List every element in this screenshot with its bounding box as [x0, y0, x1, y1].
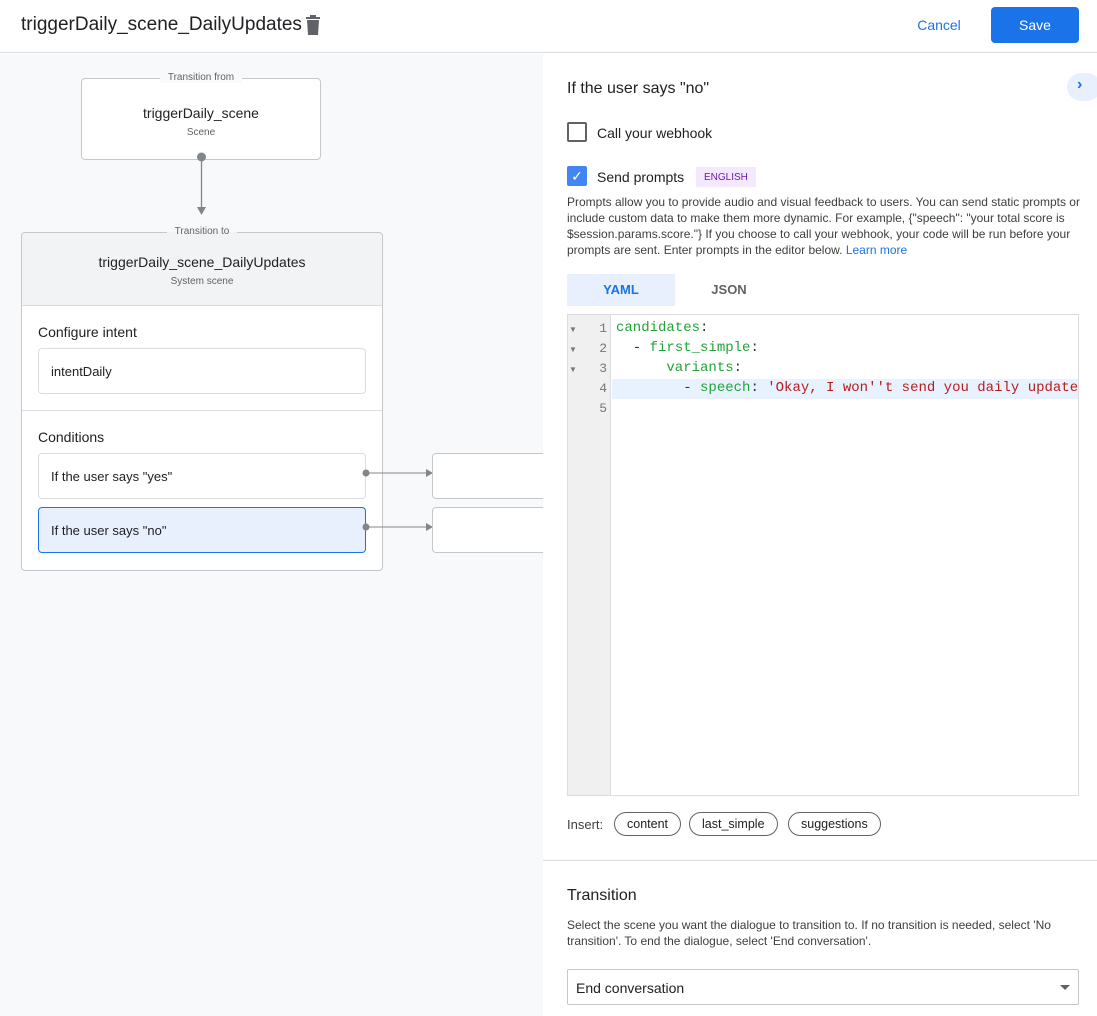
condition-connectors	[362, 469, 433, 531]
fold-arrow-icon[interactable]: ▼	[569, 365, 577, 374]
save-button[interactable]: Save	[991, 7, 1079, 43]
yes-target-card[interactable]	[432, 453, 543, 499]
condition-no[interactable]: If the user says "no"	[38, 507, 366, 553]
from-scene-type: Scene	[186, 127, 216, 138]
code-token: speech	[700, 380, 751, 396]
code-token: :	[700, 320, 709, 336]
transition-from-legend: Transition from	[159, 72, 243, 83]
line-number: 4	[599, 381, 607, 396]
code-token: -	[616, 380, 701, 396]
page-title: triggerDaily_scene_DailyUpdates	[21, 14, 302, 35]
code-token: :	[733, 360, 743, 376]
code-token: 'Okay, I won''t send you daily update	[767, 380, 1079, 396]
no-target-card[interactable]	[432, 507, 543, 553]
configure-intent-label: Configure intent	[38, 324, 137, 340]
code-token: :	[750, 380, 768, 396]
prompts-checkbox[interactable]: ✓	[567, 166, 587, 186]
prompts-label: Send prompts	[597, 169, 685, 185]
divider	[543, 860, 1097, 861]
connector-arrow	[197, 152, 206, 215]
language-badge: ENGLISH	[696, 167, 756, 187]
scene-header[interactable]: Transition to triggerDaily_scene_DailyUp…	[22, 226, 382, 306]
fold-arrow-icon[interactable]: ▼	[569, 325, 577, 334]
divider	[22, 410, 382, 411]
code-line: variants:	[616, 360, 742, 376]
code-token: :	[750, 340, 759, 356]
webhook-checkbox[interactable]	[567, 122, 587, 142]
panel-title: If the user says "no"	[567, 80, 710, 97]
transition-title: Transition	[567, 887, 637, 904]
active-line-highlight	[612, 379, 1078, 399]
line-number: 2	[599, 341, 607, 356]
insert-label: Insert:	[567, 817, 604, 832]
chevron-right-icon[interactable]: ›	[1067, 73, 1097, 101]
editor-gutter	[568, 315, 611, 795]
dropdown-arrow-icon	[1060, 985, 1070, 990]
insert-chip-last-simple[interactable]: last_simple	[689, 812, 778, 836]
code-token: candidates	[616, 320, 701, 336]
insert-chip-suggestions[interactable]: suggestions	[788, 812, 881, 836]
transition-description: Select the scene you want the dialogue t…	[567, 918, 1051, 948]
from-scene-name: triggerDaily_scene	[143, 105, 259, 121]
transition-to-card: Transition to triggerDaily_scene_DailyUp…	[21, 226, 383, 571]
transition-to-legend: Transition to	[166, 226, 238, 237]
code-token: variants	[616, 360, 734, 376]
code-line: candidates:	[616, 320, 708, 336]
transition-from-card[interactable]: Transition from triggerDaily_scene Scene	[81, 72, 321, 160]
webhook-label: Call your webhook	[597, 125, 713, 141]
prompts-description: Prompts allow you to provide audio and v…	[567, 195, 1080, 257]
conditions-label: Conditions	[38, 429, 105, 445]
line-number: 3	[599, 361, 607, 376]
fold-arrow-icon[interactable]: ▼	[569, 345, 577, 354]
transition-select[interactable]: End conversation	[567, 969, 1079, 1005]
to-scene-type: System scene	[170, 276, 234, 287]
code-line: - speech: 'Okay, I won''t send you daily…	[616, 380, 1078, 396]
insert-chip-content[interactable]: content	[614, 812, 682, 836]
learn-more-link[interactable]: Learn more	[845, 243, 908, 257]
code-line: - first_simple:	[616, 340, 759, 356]
condition-yes[interactable]: If the user says "yes"	[38, 453, 366, 499]
intent-field[interactable]: intentDaily	[38, 348, 366, 394]
flow-canvas: Transition from triggerDaily_scene Scene…	[0, 54, 543, 1016]
code-editor[interactable]	[567, 314, 1079, 796]
tab-yaml[interactable]: YAML	[567, 274, 675, 306]
code-token: first_simple	[649, 340, 751, 356]
to-scene-name: triggerDaily_scene_DailyUpdates	[98, 254, 306, 270]
line-number: 1	[599, 321, 607, 336]
tab-json[interactable]: JSON	[711, 282, 747, 297]
cancel-button[interactable]: Cancel	[905, 8, 973, 42]
header: triggerDaily_scene_DailyUpdates Cancel S…	[0, 0, 1097, 53]
trash-icon[interactable]	[304, 15, 322, 35]
code-token: -	[616, 340, 650, 356]
line-number: 5	[599, 401, 607, 416]
